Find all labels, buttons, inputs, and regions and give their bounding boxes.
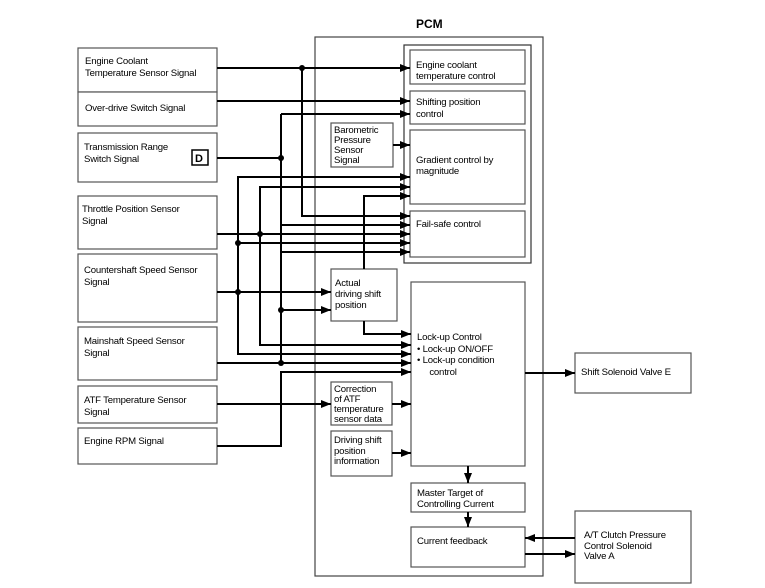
input-label: Temperature Sensor Signal [85,68,196,79]
input-label: Throttle Position Sensor [82,204,181,215]
input-label: Engine RPM Signal [84,436,164,447]
junction-dot [235,289,241,295]
block-label: magnitude [416,166,459,177]
block-label: Signal [334,155,360,166]
input-box-throttle-position: Throttle Position Sensor Signal [77,195,218,250]
block-label: Sensor [334,145,364,156]
block-lockup-control: Lock-up Control • Lock-up ON/OFF • Lock-… [410,281,526,467]
wire-ect-to-failsafe [301,68,410,220]
input-label: Countershaft Speed Sensor [84,265,198,276]
block-actual-driving-shift: Actual driving shift position [330,268,398,322]
input-label: Switch Signal [84,154,139,165]
output-box-shift-solenoid-e: Shift Solenoid Valve E [574,352,692,394]
pcm-boundary [314,36,544,577]
output-box-at-clutch-solenoid-a: A/T Clutch Pressure Control Solenoid Val… [574,510,692,584]
input-label: Signal [84,407,110,418]
input-label: ATF Temperature Sensor [84,395,187,406]
junction-dot [299,65,305,71]
output-label: A/T Clutch Pressure [584,530,666,541]
junction-dot [278,307,284,313]
block-label: position [334,446,365,457]
block-label: temperature control [416,71,495,82]
block-label: sensor data [334,414,383,425]
input-box-overdrive-switch: Over-drive Switch Signal [77,91,218,127]
input-label: Signal [84,277,110,288]
input-label: Over-drive Switch Signal [85,103,185,114]
wire-tps-to-lockup [259,234,411,349]
block-label: Current feedback [417,536,488,547]
block-label: of ATF [334,394,361,405]
block-label: Engine coolant [416,60,477,71]
block-label: control [417,367,457,378]
output-label: Control Solenoid [584,541,652,552]
block-label: Lock-up Control [417,332,482,343]
block-label: Gradient control by [416,155,494,166]
input-label: Signal [84,348,110,359]
block-label: • Lock-up condition [417,355,494,366]
block-gradient-control: Gradient control by magnitude [409,129,526,205]
block-current-feedback: Current feedback [410,526,526,568]
pcm-inner-group [403,44,532,264]
wire-actual-to-lockup [363,321,411,338]
input-box-mainshaft-speed: Mainshaft Speed Sensor Signal [77,326,218,381]
block-label: Master Target of [417,488,483,499]
input-box-engine-rpm: Engine RPM Signal [77,427,218,465]
block-label: driving shift [335,289,381,300]
wire-css-to-lockup [237,292,411,358]
output-label: Shift Solenoid Valve E [581,367,671,378]
block-shifting-position-control: Shifting position control [409,90,526,125]
junction-dot [257,231,263,237]
junction-dot [278,155,284,161]
block-fail-safe-control: Fail-safe control [409,210,526,258]
block-label: Barometric [334,125,379,136]
input-box-transmission-range: Transmission Range Switch Signal D [77,132,218,183]
block-label: Pressure [334,135,371,146]
block-master-target: Master Target of Controlling Current [410,482,526,513]
block-label: Correction [334,384,376,395]
block-label: Controlling Current [417,499,494,510]
block-label: Driving shift [334,435,382,446]
block-label: position [335,300,366,311]
junction-dot [235,240,241,246]
block-driving-shift-info: Driving shift position information [330,430,393,477]
block-label: temperature [334,404,384,415]
input-box-countershaft-speed: Countershaft Speed Sensor Signal [77,253,218,323]
d-range-badge-icon [191,149,209,166]
block-barometric-pressure: Barometric Pressure Sensor Signal [330,122,394,168]
signal-wires [217,64,575,558]
block-engine-coolant-control: Engine coolant temperature control [409,49,526,85]
block-label: information [334,456,379,467]
input-label: Engine Coolant [85,56,148,67]
junction-dot [278,360,284,366]
wire-css-to-gradient [237,173,410,243]
pcm-title: PCM [416,17,443,31]
block-atf-correction: Correction of ATF temperature sensor dat… [330,381,393,426]
block-label: Shifting position [416,97,480,108]
block-label: Actual [335,278,361,289]
wire-tps-to-gradient [259,183,410,234]
block-label: control [416,109,443,120]
junction-dots [235,65,305,366]
input-label: Signal [82,216,108,227]
input-label: Transmission Range [84,142,168,153]
block-label: • Lock-up ON/OFF [417,344,493,355]
wire-actual-to-gradient [363,192,410,269]
input-label: Mainshaft Speed Sensor [84,336,186,347]
wire-rpm-to-lockup [217,368,411,447]
d-range-badge: D [195,153,203,165]
input-box-atf-temperature: ATF Temperature Sensor Signal [77,385,218,424]
block-label: Fail-safe control [416,219,481,230]
output-label: Valve A [584,551,615,562]
input-box-engine-coolant: Engine Coolant Temperature Sensor Signal [77,47,218,93]
